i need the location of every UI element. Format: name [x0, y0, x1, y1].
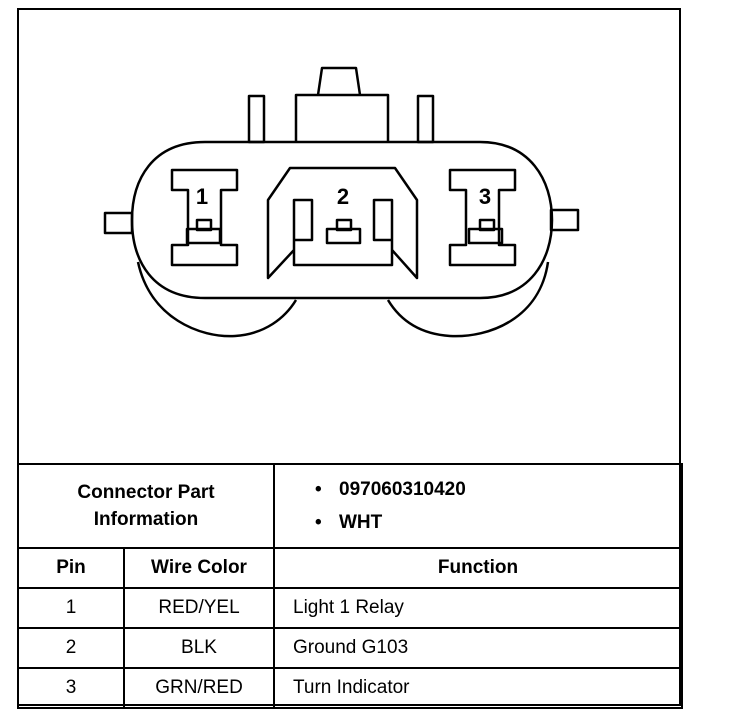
table-header-row: Pin Wire Color Function [17, 547, 683, 589]
connector-tab-left [103, 211, 134, 235]
header-wire-color: Wire Color [123, 547, 275, 589]
connector-rib-right [416, 94, 435, 144]
wire-color-cell: BLK [123, 627, 275, 669]
part-info-label-cell: Connector Part Information [17, 463, 275, 549]
function-cell: Ground G103 [273, 627, 683, 669]
part-number: 097060310420 [315, 473, 681, 506]
connector-rib-left [247, 94, 266, 144]
part-info-label-line2: Information [93, 509, 199, 530]
table-row: 1 RED/YEL Light 1 Relay [17, 587, 683, 629]
pin-label-2: 2 [337, 184, 349, 209]
pin-cavity-3 [448, 168, 517, 267]
header-pin: Pin [17, 547, 125, 589]
function-cell: Light 1 Relay [273, 587, 683, 629]
connector-lobe-left [136, 261, 298, 338]
pin-contact-2 [335, 218, 353, 232]
pin-cavity-1 [170, 168, 239, 267]
table-row: 2 BLK Ground G103 [17, 627, 683, 669]
header-function: Function [273, 547, 683, 589]
connector-lobe-right [386, 261, 550, 338]
pin-contact-3 [478, 218, 496, 232]
pin-cavity-2 [266, 166, 419, 280]
wire-color-cell: RED/YEL [123, 587, 275, 629]
part-info-row: Connector Part Information 097060310420 … [17, 463, 683, 549]
part-color: WHT [315, 506, 681, 539]
pin-label-3: 3 [479, 184, 491, 209]
function-cell: Turn Indicator [273, 667, 683, 709]
connector-latch [316, 66, 362, 96]
connector-tab-right [549, 208, 580, 232]
connector-face-drawing: 1 2 3 [103, 66, 580, 338]
part-info-label-line1: Connector Part [77, 482, 215, 503]
pin-cell: 1 [17, 587, 125, 629]
table-row: 3 GRN/RED Turn Indicator [17, 667, 683, 709]
connector-latch-base [294, 93, 390, 142]
pin-label-1: 1 [196, 184, 208, 209]
connector-housing [130, 140, 554, 300]
pin-cell: 2 [17, 627, 125, 669]
wire-color-cell: GRN/RED [123, 667, 275, 709]
part-info-values-cell: 097060310420 WHT [273, 463, 683, 549]
pin-cell: 3 [17, 667, 125, 709]
connector-info-table: Connector Part Information 097060310420 … [17, 463, 683, 709]
pin-contact-1 [195, 218, 213, 232]
